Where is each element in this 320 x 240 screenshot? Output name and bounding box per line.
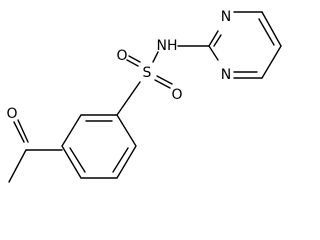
pyrimidine-bond-n3-c2 bbox=[208, 45, 219, 61]
bond-carbonyl-double-1 bbox=[13, 121, 25, 143]
bond-methyl-carbonyl bbox=[8, 149, 27, 183]
bond-sulfonyl-top-2 bbox=[128, 55, 141, 63]
bond-sulfonyl-top-1 bbox=[126, 59, 139, 67]
atom-label-amide-nitrogen: NH bbox=[157, 38, 178, 54]
bond-sulfonyl-bottom-2 bbox=[156, 75, 173, 85]
atom-label-sulfur: S bbox=[143, 65, 152, 81]
atom-label-carbonyl-oxygen: O bbox=[6, 106, 17, 122]
bond-sulfonyl-bottom-1 bbox=[154, 79, 171, 89]
pyrimidine-inner-bond-1 bbox=[213, 34, 222, 47]
benzene-inner-bond-3 bbox=[69, 147, 86, 173]
pyrimidine-bond-c5-c4 bbox=[261, 45, 282, 79]
pyrimidine-bond-c6-c5 bbox=[261, 11, 282, 47]
pyrimidine-bond-c2-n1 bbox=[208, 30, 219, 47]
pyrimidine-inner-bond-2 bbox=[258, 18, 275, 46]
atom-label-sulfonyl-oxygen-bottom: O bbox=[171, 87, 182, 103]
benzene-inner-bond-2 bbox=[112, 147, 129, 173]
atom-label-pyrimidine-n3: N bbox=[221, 67, 231, 83]
chemical-structure-diagram: O S O O NH N N bbox=[6, 9, 282, 183]
bond-carbonyl-double-2 bbox=[17, 119, 29, 143]
bond-sulfur-nitrogen bbox=[152, 51, 159, 63]
atom-label-sulfonyl-oxygen-top: O bbox=[116, 48, 127, 64]
atom-label-pyrimidine-n1: N bbox=[221, 9, 231, 25]
bond-ring-sulfur bbox=[116, 81, 141, 116]
benzene-ring bbox=[61, 114, 137, 179]
